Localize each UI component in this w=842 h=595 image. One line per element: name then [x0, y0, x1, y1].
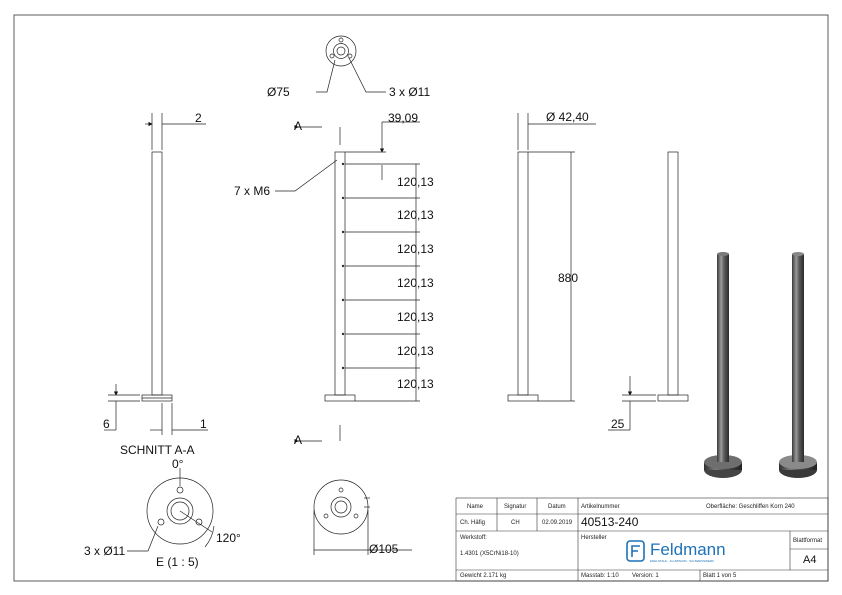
sheet-border: [13, 14, 829, 582]
tb-maker-header: Hersteller: [581, 535, 607, 541]
tb-version: Version: 1: [632, 573, 659, 579]
top-view-flange: [316, 35, 386, 93]
hole-spacing-1: 120,13: [397, 175, 434, 189]
tb-format-header: Blattformat: [793, 538, 823, 544]
tb-format-value: A4: [803, 554, 817, 566]
section-title: SCHNITT A-A: [120, 443, 195, 457]
total-height-dim: 880: [558, 271, 579, 285]
section-view-circle: [127, 468, 215, 552]
hole-spacing-3: 120,13: [397, 242, 434, 256]
base-height-dim: 6: [103, 417, 110, 431]
tb-article-header: Artikelnummer: [581, 504, 620, 510]
detail-label: E (1 : 5): [156, 555, 199, 569]
angle-zero: 0°: [172, 457, 184, 471]
hole-spacing-4: 120,13: [397, 276, 434, 290]
tb-scale: Masstab: 1:10: [581, 573, 619, 579]
main-view-post: [275, 121, 420, 444]
front-view-post: [507, 113, 596, 402]
tb-logo-subtitle: EDELSTAHL · ALUMINIUM · SCHWEISSWERK: [650, 559, 715, 563]
tb-signature-value: CH: [511, 520, 520, 526]
main-view-thread-holes: [341, 162, 345, 370]
first-hole-offset-dim: 39,09: [388, 111, 419, 125]
thread-callout: 7 x M6: [234, 184, 271, 198]
tb-date-header: Datum: [548, 504, 566, 510]
render-post-1: [704, 252, 742, 478]
render-post-2: [779, 252, 817, 478]
hole-spacing-6: 120,13: [397, 344, 434, 358]
section-holes-label: 3 x Ø11: [84, 544, 126, 558]
wall-thickness-dim: 2: [195, 111, 202, 125]
tb-article-number: 40513-240: [581, 515, 639, 529]
tb-surface: Oberfläche: Geschliffen Korn 240: [706, 504, 795, 510]
side-view-left: [104, 113, 208, 435]
tb-logo-text: Feldmann: [650, 540, 726, 559]
tb-signature-header: Signatur: [504, 504, 527, 510]
base-offset-dim: 1: [200, 417, 207, 431]
tb-name-value: Ch. Häfig: [460, 520, 486, 526]
section-marker-bottom: A: [294, 433, 303, 447]
tb-name-header: Name: [467, 504, 484, 510]
section-marker-top: A: [294, 119, 303, 133]
angle-120: 120°: [216, 531, 241, 545]
tb-material-value: 1.4301 (X5CrNi18-10): [460, 551, 519, 557]
title-block: [455, 497, 829, 582]
flange-holes-label: 3 x Ø11: [389, 85, 431, 99]
tube-diameter-dim: Ø 42,40: [546, 110, 589, 124]
hole-spacing-7: 120,13: [397, 377, 434, 391]
bottom-diameter-dim: Ø105: [369, 542, 399, 556]
hole-spacing-2: 120,13: [397, 208, 434, 222]
hole-spacing-5: 120,13: [397, 310, 434, 324]
feldmann-logo-icon: [626, 540, 645, 562]
tb-material-header: Werkstoff:: [460, 535, 487, 541]
tb-date-value: 02.09.2019: [542, 520, 573, 526]
tb-sheet-number: Blatt 1 von 5: [703, 573, 737, 579]
base-plate-dim: 25: [611, 417, 625, 431]
bottom-view-flange: [313, 479, 412, 555]
flange-diameter-label: Ø75: [267, 85, 290, 99]
tb-weight: Gewicht 2.171 kg: [460, 573, 507, 579]
right-view-post: [608, 151, 689, 431]
